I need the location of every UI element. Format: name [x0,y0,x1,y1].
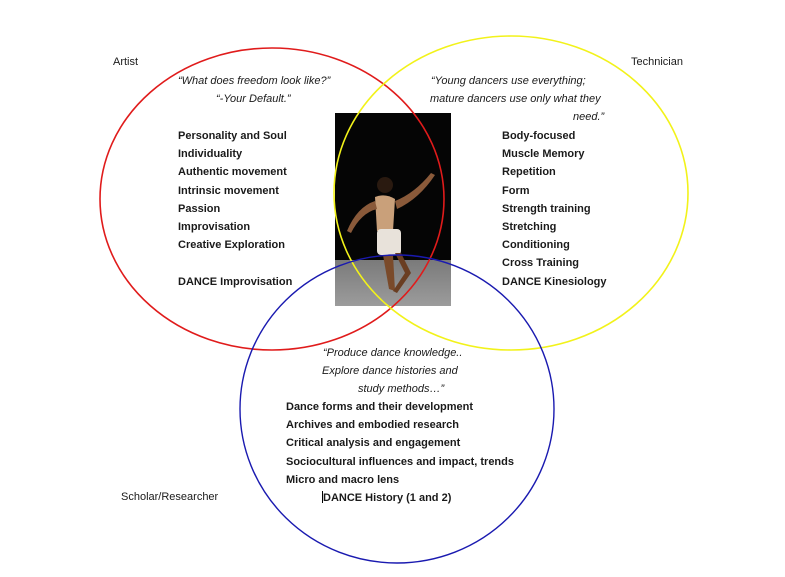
artist-list-item: Individuality [178,148,243,161]
technician-quote-line3: need.” [573,111,605,123]
artist-circle [99,47,445,351]
scholar-list-item: Dance forms and their development [286,401,474,413]
technician-list-item: Cross Training [502,257,580,270]
artist-list-item: Creative Exploration [178,239,285,252]
technician-quote-line1: “Young dancers use everything; [431,75,586,87]
dancer-figure [347,173,435,293]
text-cursor [322,491,323,503]
scholar-list-item: Micro and macro lens [286,473,400,486]
artist-quote-line2: “-Your Default.” [216,93,291,105]
technician-list-item: DANCE Kinesiology [502,275,607,288]
scholar-course-text: DANCE History (1 and 2) [323,492,452,504]
scholar-label: Scholar/Researcher [121,491,219,503]
scholar-course: DANCE History (1 and 2) [322,489,451,507]
technician-quote-line2: mature dancers use only what they [430,93,601,105]
artist-course: DANCE Improvisation [178,276,293,288]
scholar-list-item: Archives and embodied research [286,419,460,432]
scholar-circle [239,254,555,564]
technician-label: Technician [631,56,683,68]
artist-label: Artist [113,56,139,68]
scholar-quote-line1: “Produce dance knowledge.. [323,347,463,359]
artist-quote-line1: “What does freedom look like?” [178,75,331,87]
scholar-list-item: Sociocultural influences and impact, tre… [286,455,514,468]
technician-list-item: Body-focused [502,130,576,142]
technician-list-item: Muscle Memory [502,148,585,161]
scholar-list-item: Critical analysis and engagement [286,437,461,450]
technician-list-item: Strength training [502,202,591,215]
technician-list-item: Stretching [502,221,557,234]
artist-list-item: Intrinsic movement [178,184,279,197]
artist-list-item: Personality and Soul [178,130,287,142]
artist-list-item: Authentic movement [178,166,287,179]
technician-list-item: Form [502,184,530,197]
artist-list-item: Improvisation [178,221,251,234]
scholar-quote-line3: study methods…” [358,383,445,395]
technician-list-item: Conditioning [502,239,570,252]
technician-list-item: Repetition [502,166,556,179]
dancer-photo [335,113,451,306]
scholar-quote-line2: Explore dance histories and [322,365,458,377]
technician-circle [333,35,689,351]
artist-list-item: Passion [178,202,221,215]
